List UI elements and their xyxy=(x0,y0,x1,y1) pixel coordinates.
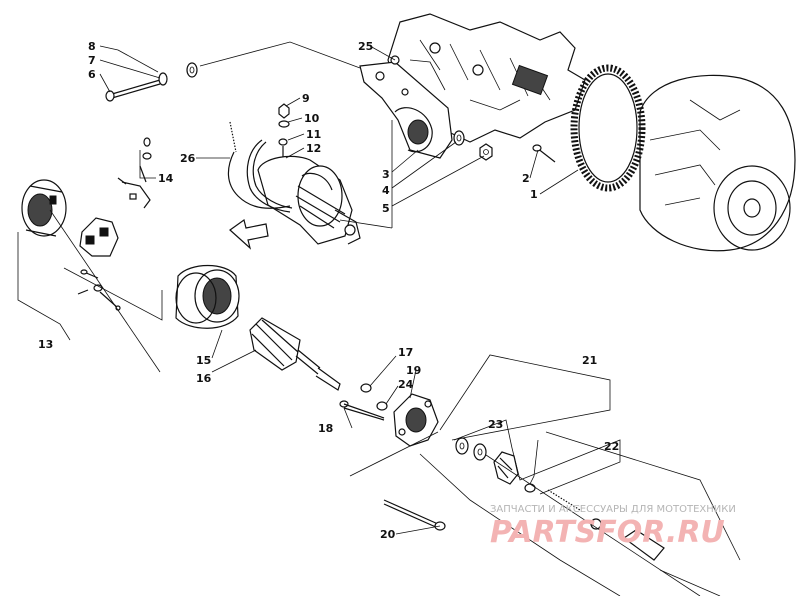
starter-bracket xyxy=(359,55,453,159)
starter-cable xyxy=(227,121,291,209)
through-bolt xyxy=(339,400,385,421)
callout-labels: 8 7 6 25 9 10 11 12 26 14 3 4 5 2 1 13 1… xyxy=(38,40,619,541)
callout-4: 4 xyxy=(382,184,390,197)
brush-plate xyxy=(79,217,119,257)
mounting-bolt xyxy=(105,79,161,102)
callout-25: 25 xyxy=(358,40,373,53)
callout-22: 22 xyxy=(604,440,619,453)
pinion-parts xyxy=(524,483,665,561)
field-housing xyxy=(175,265,240,329)
drive-washers xyxy=(455,437,487,461)
callout-21: 21 xyxy=(582,354,597,367)
watermark-logo: PARTSFOR.RU xyxy=(490,515,725,550)
callout-16: 16 xyxy=(196,372,212,385)
callout-3: 3 xyxy=(382,168,390,181)
ring-gear-bolt xyxy=(532,144,556,163)
leader-lines xyxy=(17,41,741,596)
bracket-nut xyxy=(479,143,493,161)
callout-18: 18 xyxy=(318,422,333,435)
flywheel-housing xyxy=(639,74,796,252)
brush-parts xyxy=(117,137,152,209)
bracket-washer xyxy=(453,130,465,146)
callout-20: 20 xyxy=(380,528,396,541)
callout-14: 14 xyxy=(158,172,174,185)
callout-2: 2 xyxy=(522,172,530,185)
front-arrow xyxy=(229,218,269,250)
callout-9: 9 xyxy=(302,92,310,105)
callout-17: 17 xyxy=(398,346,413,359)
long-bolt xyxy=(383,499,446,531)
callout-10: 10 xyxy=(304,112,320,125)
spacer-washer xyxy=(376,401,388,411)
thrust-washer xyxy=(360,383,372,393)
terminal-insulator xyxy=(278,138,288,146)
callout-12: 12 xyxy=(306,142,321,155)
drive-end-housing xyxy=(393,393,439,447)
watermark: ЗАПЧАСТИ И АКСЕССУАРЫ ДЛЯ МОТОТЕХНИКИ PA… xyxy=(490,504,736,550)
terminal-washer xyxy=(278,120,290,128)
callout-7: 7 xyxy=(88,54,96,67)
ring-gear xyxy=(570,64,646,192)
callout-15: 15 xyxy=(196,354,211,367)
callout-6: 6 xyxy=(88,68,96,81)
armature xyxy=(249,317,341,391)
starter-motor xyxy=(246,139,361,245)
watermark-tagline: ЗАПЧАСТИ И АКСЕССУАРЫ ДЛЯ МОТОТЕХНИКИ xyxy=(490,504,736,515)
callout-23: 23 xyxy=(488,418,503,431)
callout-5: 5 xyxy=(382,202,390,215)
callout-26: 26 xyxy=(180,152,196,165)
callout-24: 24 xyxy=(398,378,414,391)
callout-13: 13 xyxy=(38,338,53,351)
callout-1: 1 xyxy=(530,188,538,201)
terminal-nut xyxy=(278,103,290,119)
lock-washer xyxy=(158,72,168,86)
end-cap xyxy=(21,179,67,237)
callout-19: 19 xyxy=(406,364,421,377)
callout-11: 11 xyxy=(306,128,321,141)
callout-8: 8 xyxy=(88,40,96,53)
flat-washer xyxy=(186,62,198,78)
